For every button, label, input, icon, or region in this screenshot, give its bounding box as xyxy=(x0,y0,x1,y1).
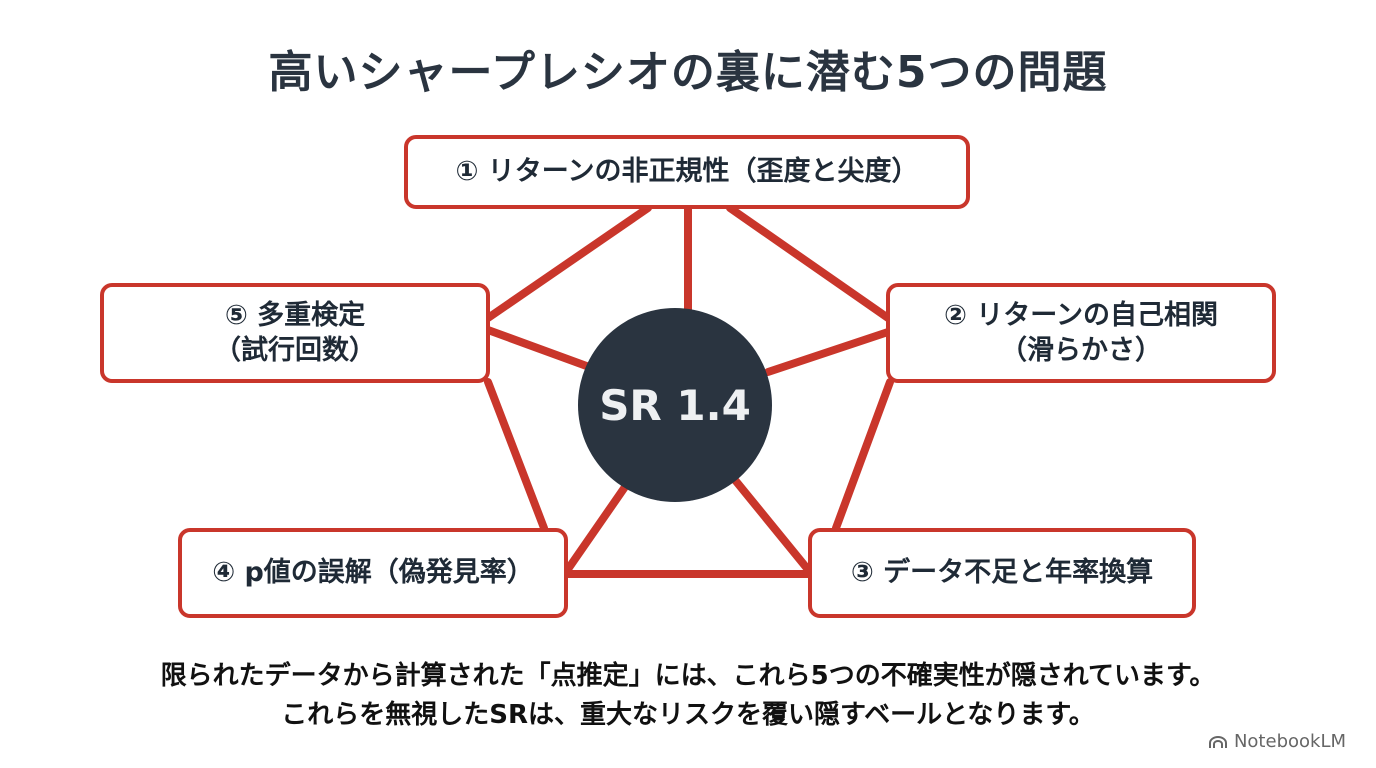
problem-box-3: ③ データ不足と年率換算 xyxy=(808,528,1196,618)
problem-3-label: ③ データ不足と年率換算 xyxy=(850,557,1154,589)
sharpe-ratio-hub: SR 1.4 xyxy=(578,308,772,502)
problem-box-5: ⑤ 多重検定 （試行回数） xyxy=(100,283,490,383)
problem-4-label: ④ p値の誤解（偽発見率） xyxy=(212,557,534,589)
problem-2-sublabel: （滑らかさ） xyxy=(1000,335,1162,366)
spoke-3 xyxy=(731,476,814,576)
problem-5-sublabel: （試行回数） xyxy=(214,335,376,366)
edge-1-2 xyxy=(726,204,892,322)
edge-2-3 xyxy=(832,378,894,532)
problem-box-4: ④ p値の誤解（偽発見率） xyxy=(178,528,568,618)
notebooklm-logo-icon xyxy=(1208,735,1227,748)
caption-line-2: これらを無視したSRは、重大なリスクを覆い隠すベールとなります。 xyxy=(281,700,1095,730)
brand-watermark: NotebookLM xyxy=(1208,731,1346,752)
spoke-4 xyxy=(562,480,631,576)
page-title: 高いシャープレシオの裏に潜む5つの問題 xyxy=(268,47,1108,98)
problem-2-label: ② リターンの自己相関 xyxy=(944,299,1218,331)
problem-1-label: ① リターンの非正規性（歪度と尖度） xyxy=(455,156,919,188)
caption-line-1: 限られたデータから計算された「点推定」には、これら5つの不確実性が隠されています… xyxy=(160,661,1216,691)
edge-5-1 xyxy=(484,204,652,322)
hub-label: SR 1.4 xyxy=(599,380,751,430)
spoke-2 xyxy=(764,328,892,376)
problem-box-2: ② リターンの自己相関 （滑らかさ） xyxy=(886,283,1276,383)
brand-label: NotebookLM xyxy=(1233,731,1346,752)
spoke-5 xyxy=(484,326,596,372)
edge-4-5 xyxy=(484,378,548,532)
problem-box-1: ① リターンの非正規性（歪度と尖度） xyxy=(404,135,970,209)
problem-5-label: ⑤ 多重検定 xyxy=(224,299,366,331)
